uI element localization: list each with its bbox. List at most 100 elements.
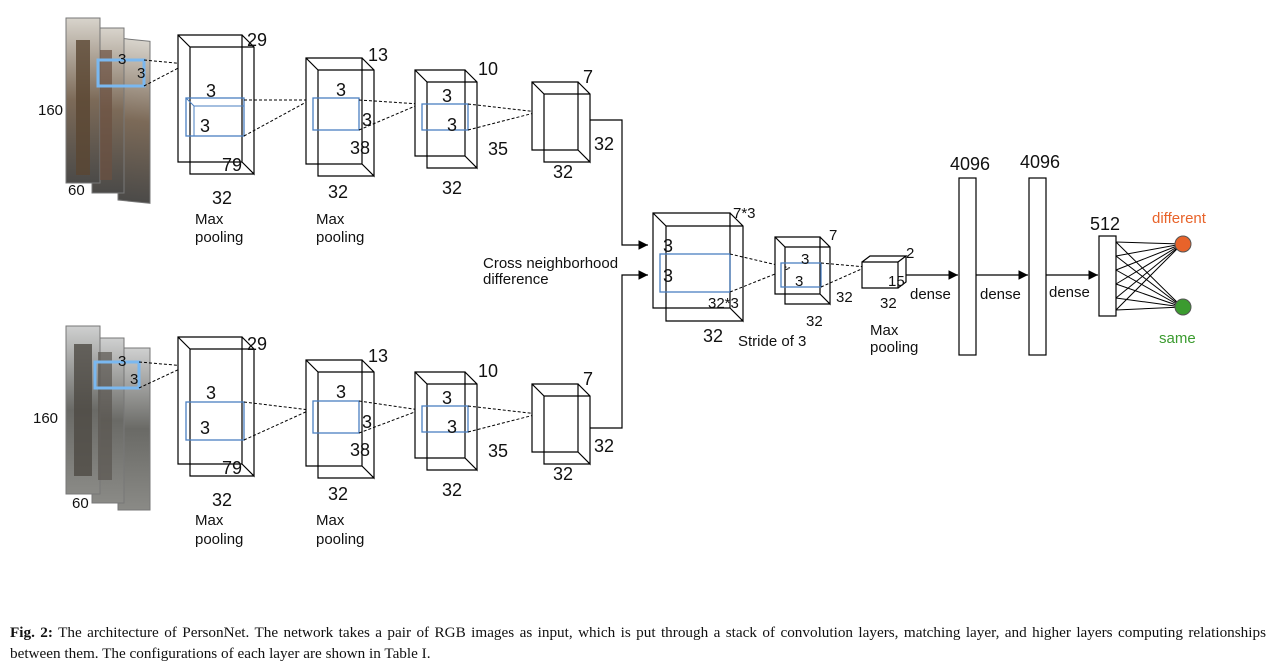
conv-layer-1-upper: 29 3 3 79 32 Max pooling <box>177 30 311 246</box>
dense-layer-1 <box>958 177 977 356</box>
person-figure <box>76 40 90 175</box>
kernel-label-a: 3 <box>206 383 216 403</box>
input-kernel-label-b: 3 <box>137 65 145 82</box>
matching-kernel-b: 3 <box>663 266 673 286</box>
person-figure <box>100 50 112 180</box>
pool-label: pooling <box>316 531 364 548</box>
kernel-label-b: 3 <box>362 110 372 130</box>
conv-layer-3-upper: 10 3 3 35 32 <box>414 59 539 198</box>
layer-depth-label: 13 <box>368 346 388 366</box>
pool-depth-label: 2 <box>906 245 914 262</box>
pool-label: Max <box>316 512 345 529</box>
conv-layer-4-lower: 7 32 32 <box>531 369 614 484</box>
layer-height-label: 35 <box>488 139 508 159</box>
dense-units-1: 4096 <box>950 154 990 174</box>
kernel-projection-line <box>138 361 187 367</box>
layer-width-label: 32 <box>328 484 348 504</box>
input-height-label: 160 <box>38 102 63 119</box>
caption-text: The architecture of PersonNet. The netwo… <box>10 624 1266 662</box>
input-kernel-label-a: 3 <box>118 353 126 370</box>
kernel-label-b: 3 <box>362 412 372 432</box>
pool-label: Max <box>870 322 899 339</box>
caption-prefix: Fig. 2: <box>10 624 53 641</box>
kernel-label-b: 3 <box>200 116 210 136</box>
output-label-same: same <box>1159 330 1196 347</box>
summary-kernel-b: 3 <box>795 273 803 290</box>
output-label-different: different <box>1152 210 1207 227</box>
conv-layer-1-lower: 29 3 3 79 32 Max pooling <box>177 334 311 548</box>
layer-depth-label: 7 <box>583 67 593 87</box>
upper-stream: 3 3 160 60 29 3 3 79 32 Max pooling 13 <box>38 17 648 250</box>
input-image-stack-upper: 3 3 160 60 <box>38 17 187 204</box>
layer-height-label: 38 <box>350 440 370 460</box>
dense-units-2: 4096 <box>1020 152 1060 172</box>
person-figure <box>74 344 92 476</box>
pool-label: pooling <box>870 339 918 356</box>
matching-width-label: 32 <box>703 326 723 346</box>
layer-height-label: 32 <box>594 134 614 154</box>
pool-label: pooling <box>195 229 243 246</box>
layer-depth-label: 10 <box>478 59 498 79</box>
pool-label: pooling <box>316 229 364 246</box>
connector-line-lower <box>590 270 648 429</box>
layer-width-label: 32 <box>553 464 573 484</box>
summary-kernel-a: 3 <box>801 251 809 268</box>
connector-line-upper <box>590 119 648 250</box>
kernel-label-a: 3 <box>442 86 452 106</box>
personnet-architecture-diagram: 3 3 160 60 29 3 3 79 32 Max pooling 13 <box>33 17 1207 548</box>
layer-width-label: 32 <box>328 182 348 202</box>
input-width-label: 60 <box>72 495 89 512</box>
cross-neighborhood-label-line1: Cross neighborhood <box>483 255 618 272</box>
person-figure <box>98 352 112 480</box>
stride-label: Stride of 3 <box>738 333 806 350</box>
layer-height-label: 32 <box>594 436 614 456</box>
kernel-projection-line <box>138 365 187 389</box>
pool-label: Max <box>316 211 345 228</box>
matching-block: 7*3 3 3 32*3 32 Stride of 3 <box>652 205 806 350</box>
input-image-stack-lower: 3 3 160 60 <box>33 325 187 512</box>
dense-label-1: dense <box>910 286 951 303</box>
pool-label: pooling <box>195 531 243 548</box>
layer-width-label: 32 <box>212 188 232 208</box>
layer-width-label: 32 <box>553 162 573 182</box>
summary-conv-block: 7 3 3 32 32 <box>774 227 867 330</box>
layer-depth-label: 29 <box>247 30 267 50</box>
dense-label-3: dense <box>1049 284 1090 301</box>
pool-label: Max <box>195 211 224 228</box>
dense-label-2: dense <box>980 286 1021 303</box>
lower-stream: 3 3 160 60 29 3 3 79 32 Max pooling 13 3… <box>33 270 648 548</box>
conv-layer-2-upper: 13 3 3 38 32 Max pooling <box>305 45 421 246</box>
matching-kernel-a: 3 <box>663 236 673 256</box>
pool-height-label: 15 <box>888 273 905 290</box>
kernel-label-b: 3 <box>447 115 457 135</box>
input-height-label: 160 <box>33 410 58 427</box>
input-kernel-box <box>93 360 141 390</box>
input-kernel-label-b: 3 <box>130 371 138 388</box>
layer-width-label: 32 <box>442 178 462 198</box>
kernel-label-b: 3 <box>200 418 210 438</box>
matching-height-label: 32*3 <box>708 295 739 312</box>
summary-depth-label: 7 <box>829 227 837 244</box>
layer-width-label: 32 <box>442 480 462 500</box>
conv-layer-4-upper: 7 32 32 <box>531 67 614 182</box>
input-width-label: 60 <box>68 182 85 199</box>
pool-label: Max <box>195 512 224 529</box>
kernel-projection-line <box>143 63 187 87</box>
layer-depth-label: 13 <box>368 45 388 65</box>
layer-depth-label: 29 <box>247 334 267 354</box>
summary-width-label: 32 <box>806 313 823 330</box>
conv-layer-3-lower: 10 3 3 35 32 <box>414 361 539 500</box>
layer-depth-label: 10 <box>478 361 498 381</box>
output-connections <box>1115 241 1183 311</box>
kernel-label-b: 3 <box>447 417 457 437</box>
layer-height-label: 79 <box>222 458 242 478</box>
layer-height-label: 79 <box>222 155 242 175</box>
layer-width-label: 32 <box>212 490 232 510</box>
summary-height-label: 32 <box>836 289 853 306</box>
kernel-label-a: 3 <box>442 388 452 408</box>
output-node-different <box>1174 235 1192 253</box>
kernel-label-a: 3 <box>336 382 346 402</box>
input-kernel-label-a: 3 <box>118 51 126 68</box>
cross-neighborhood-label-line2: difference <box>483 271 549 288</box>
layer-depth-label: 7 <box>583 369 593 389</box>
